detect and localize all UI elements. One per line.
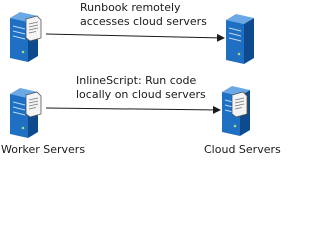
arrow-remote-access bbox=[45, 33, 225, 42]
connection-label-line-2: accesses cloud servers bbox=[80, 15, 207, 28]
arrow-inlinescript bbox=[45, 105, 221, 114]
connection-label-line-1: Runbook remotely bbox=[80, 1, 181, 14]
connection-label-inlinescript: InlineScript: Run code locally on cloud … bbox=[76, 74, 206, 102]
script-document-icon-top bbox=[25, 15, 42, 42]
cloud-server-icon-bottom bbox=[221, 85, 251, 137]
script-document-icon-cloud bbox=[231, 91, 248, 118]
cloud-servers-caption: Cloud Servers bbox=[204, 143, 281, 156]
connection-label-line-2: locally on cloud servers bbox=[76, 88, 206, 101]
worker-servers-caption: Worker Servers bbox=[1, 143, 86, 156]
architecture-diagram bbox=[9, 11, 255, 139]
connection-label-line-1: InlineScript: Run code bbox=[76, 74, 197, 87]
connection-label-remote: Runbook remotely accesses cloud servers bbox=[80, 1, 207, 29]
worker-server-icon-bottom bbox=[9, 87, 42, 139]
cloud-server-icon-top bbox=[225, 13, 255, 65]
worker-server-icon-top bbox=[9, 11, 42, 63]
script-document-icon-bottom bbox=[25, 91, 42, 118]
